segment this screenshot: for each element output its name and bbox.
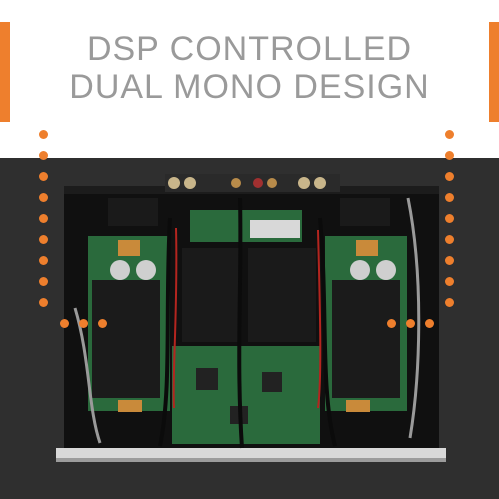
right-accent-bar <box>489 22 499 122</box>
right-capacitor-2 <box>376 260 396 280</box>
headline: DSP CONTROLLED DUAL MONO DESIGN <box>0 30 499 106</box>
amplifier-illustration <box>56 174 446 462</box>
fan-left <box>108 198 158 226</box>
psu-shield-right <box>248 248 316 342</box>
right-heatsink <box>332 280 400 398</box>
rear-connectors <box>165 174 340 192</box>
left-output-filter <box>118 400 142 412</box>
left-accent-bar <box>0 22 10 122</box>
fan-right <box>340 198 390 226</box>
input-board-label <box>250 220 300 238</box>
left-inductor <box>118 240 140 256</box>
psu-shield-left <box>182 248 240 342</box>
right-capacitor-1 <box>350 260 370 280</box>
left-heatsink <box>92 280 160 398</box>
left-capacitor-2 <box>136 260 156 280</box>
dsp-chip-2 <box>262 372 282 392</box>
right-output-filter <box>346 400 370 412</box>
front-panel <box>56 448 446 460</box>
wiring-black <box>158 197 337 449</box>
headline-line-1: DSP CONTROLLED <box>86 30 413 68</box>
header-area: DSP CONTROLLED DUAL MONO DESIGN <box>0 0 499 158</box>
amplifier-photo <box>0 158 499 499</box>
right-inductor <box>356 240 378 256</box>
dsp-board <box>172 346 320 444</box>
front-panel-edge <box>56 458 446 462</box>
headline-line-2: DUAL MONO DESIGN <box>69 68 430 106</box>
dsp-chip-1 <box>196 368 218 390</box>
left-capacitor-1 <box>110 260 130 280</box>
wiring-red <box>172 227 322 409</box>
